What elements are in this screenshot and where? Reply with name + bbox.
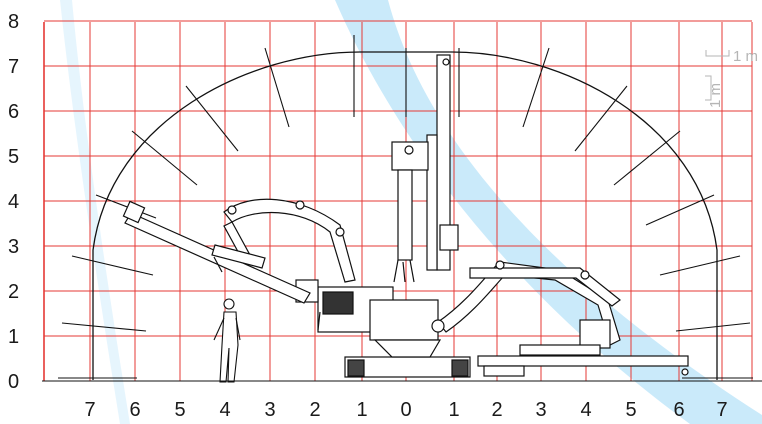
drill-rig-carrier <box>295 279 471 378</box>
y-tick-label: 7 <box>8 56 19 78</box>
x-tick-label: 3 <box>264 399 275 421</box>
x-tick-label: 3 <box>535 399 546 421</box>
x-tick-label: 5 <box>625 399 636 421</box>
x-tick-label: 6 <box>129 399 140 421</box>
y-tick-label: 6 <box>8 101 19 123</box>
x-tick-label: 1 <box>448 399 459 421</box>
watermark-swoosh <box>60 0 762 424</box>
y-tick-label: 5 <box>8 146 19 168</box>
center-vertical-feed <box>391 54 459 283</box>
x-tick-label: 2 <box>491 399 502 421</box>
x-axis-labels: 7 6 5 4 3 2 1 0 1 2 3 4 5 6 7 <box>84 399 727 421</box>
y-tick-label: 0 <box>8 371 19 393</box>
x-tick-label: 4 <box>219 399 230 421</box>
x-tick-label: 4 <box>580 399 591 421</box>
right-drill-boom <box>431 260 689 377</box>
x-tick-label: 0 <box>400 399 411 421</box>
x-tick-label: 1 <box>356 399 367 421</box>
y-tick-label: 1 <box>8 326 19 348</box>
x-tick-label: 2 <box>309 399 320 421</box>
x-tick-label: 5 <box>174 399 185 421</box>
y-tick-label: 2 <box>8 281 19 303</box>
y-tick-label: 3 <box>8 236 19 258</box>
y-axis-labels: 0 1 2 3 4 5 6 7 8 <box>8 11 19 393</box>
left-drill-boom <box>122 198 356 304</box>
human-figure <box>213 298 241 383</box>
scale-label-vertical: 1 m <box>707 83 724 108</box>
scale-label-horizontal: 1 m <box>733 48 758 65</box>
x-tick-label: 7 <box>716 399 727 421</box>
radial-rock-bolts <box>58 35 753 379</box>
x-tick-label: 7 <box>84 399 95 421</box>
x-tick-label: 6 <box>673 399 684 421</box>
scale-marker: 1 m 1 m <box>705 48 758 108</box>
y-tick-label: 8 <box>8 11 19 33</box>
y-tick-label: 4 <box>8 191 19 213</box>
